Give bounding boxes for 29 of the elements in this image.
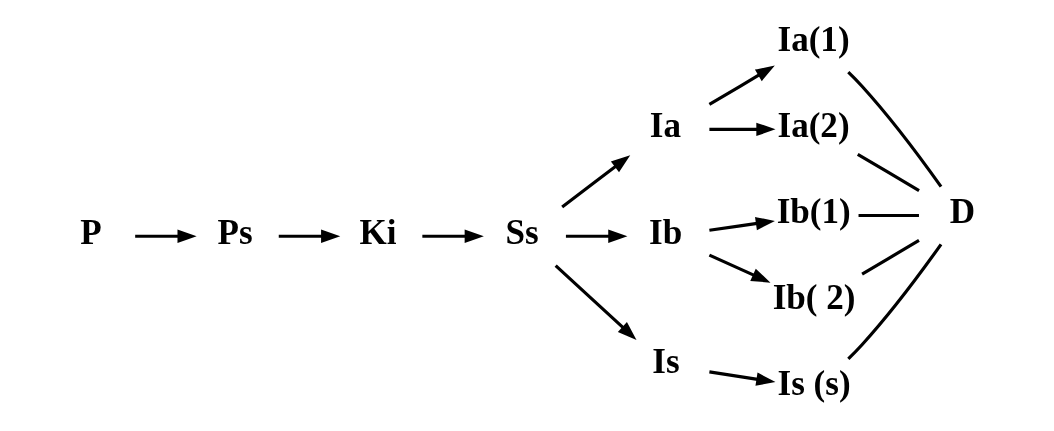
node-text: Ia (649, 105, 682, 145)
node-text: Ib (649, 212, 683, 252)
arrow (709, 122, 776, 137)
node-text: Ia(2) (777, 105, 850, 145)
node-text: Is (s) (777, 364, 851, 404)
node-text: Ia(1) (777, 19, 850, 59)
node-text: Ki (359, 212, 397, 252)
arrow (565, 229, 628, 243)
arrow (422, 229, 484, 243)
arrow (561, 155, 631, 209)
node-text: P (80, 212, 102, 252)
node-text: Is (652, 341, 680, 381)
arrow (554, 264, 637, 340)
arrow (709, 370, 776, 386)
arrow (708, 253, 771, 283)
connector (858, 213, 919, 218)
node-text: Ib( 2) (772, 277, 856, 317)
node-text: D (949, 191, 976, 231)
node-text: Ib(1) (776, 191, 851, 231)
arrow (135, 229, 197, 243)
arrow (708, 65, 775, 106)
arrow (278, 229, 341, 243)
arrow (709, 216, 775, 232)
connector (861, 239, 920, 276)
node-text: Ss (505, 212, 539, 252)
connector (847, 71, 943, 188)
connector (856, 152, 920, 192)
connector (847, 243, 943, 360)
node-text: Ps (217, 212, 253, 252)
